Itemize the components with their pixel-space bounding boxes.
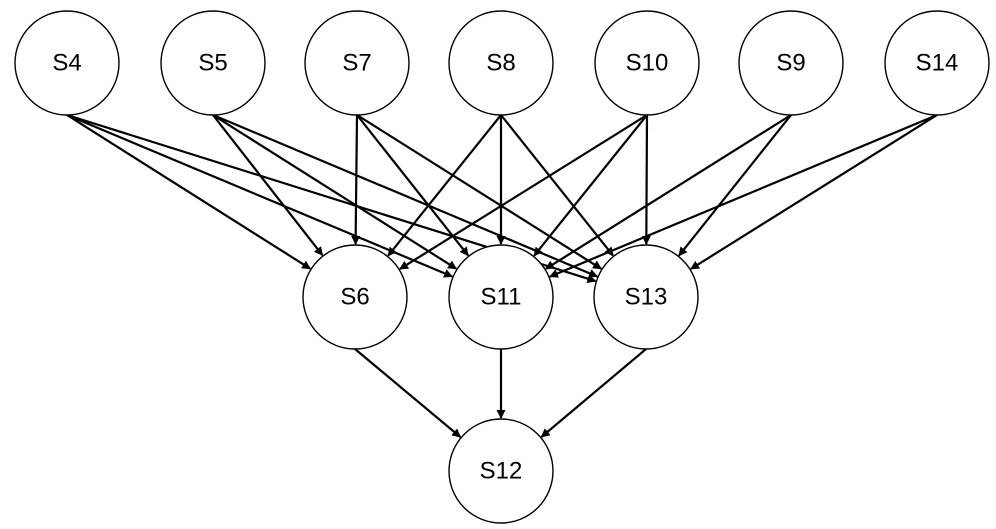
edge-s10-to-s11 [533, 114, 648, 257]
edge-s9-to-s13 [678, 114, 792, 257]
edge-s10-to-s6 [399, 114, 648, 270]
edge-s5-to-s6 [212, 114, 324, 257]
edge-s5-to-s13 [212, 113, 599, 278]
node-s4-label: S4 [52, 50, 81, 77]
node-s8-label: S8 [486, 50, 515, 77]
edge-s8-to-s6 [387, 114, 502, 257]
node-s11-label: S11 [481, 284, 522, 311]
node-s5-label: S5 [198, 50, 227, 77]
edges [66, 113, 938, 438]
node-s9: S9 [738, 10, 844, 116]
edge-s7-to-s6 [351, 114, 361, 246]
edge-s14-to-s13 [690, 114, 938, 270]
node-s12: S12 [448, 418, 554, 524]
node-s13-label: S13 [625, 284, 668, 311]
node-s7: S7 [304, 10, 410, 116]
edge-s6-to-s12 [354, 348, 462, 438]
node-s5: S5 [160, 10, 266, 116]
node-s8: S8 [448, 10, 554, 116]
edge-s13-to-s12 [540, 348, 647, 438]
edge-s14-to-s11 [548, 113, 938, 278]
nodes: S4 S5 S7 S8 S10 S9 S14 S6 [14, 10, 990, 524]
node-s12-label: S12 [480, 458, 523, 485]
edge-s8-to-s13 [500, 114, 614, 257]
node-s14: S14 [884, 10, 990, 116]
edge-s5-to-s11 [212, 114, 458, 270]
edge-s7-to-s11 [356, 114, 469, 257]
node-s4: S4 [14, 10, 120, 116]
node-s11: S11 [448, 244, 554, 350]
node-s7-label: S7 [342, 50, 371, 77]
edge-s10-to-s13 [641, 114, 651, 246]
node-s13: S13 [593, 244, 699, 350]
edge-s7-to-s13 [356, 114, 602, 270]
node-s6: S6 [302, 244, 408, 350]
node-s14-label: S14 [916, 50, 959, 77]
node-s9-label: S9 [776, 50, 805, 77]
edge-s4-to-s6 [66, 114, 312, 270]
edge-s9-to-s11 [545, 114, 792, 270]
node-s10: S10 [594, 10, 700, 116]
node-s10-label: S10 [626, 50, 669, 77]
node-s6-label: S6 [340, 284, 369, 311]
